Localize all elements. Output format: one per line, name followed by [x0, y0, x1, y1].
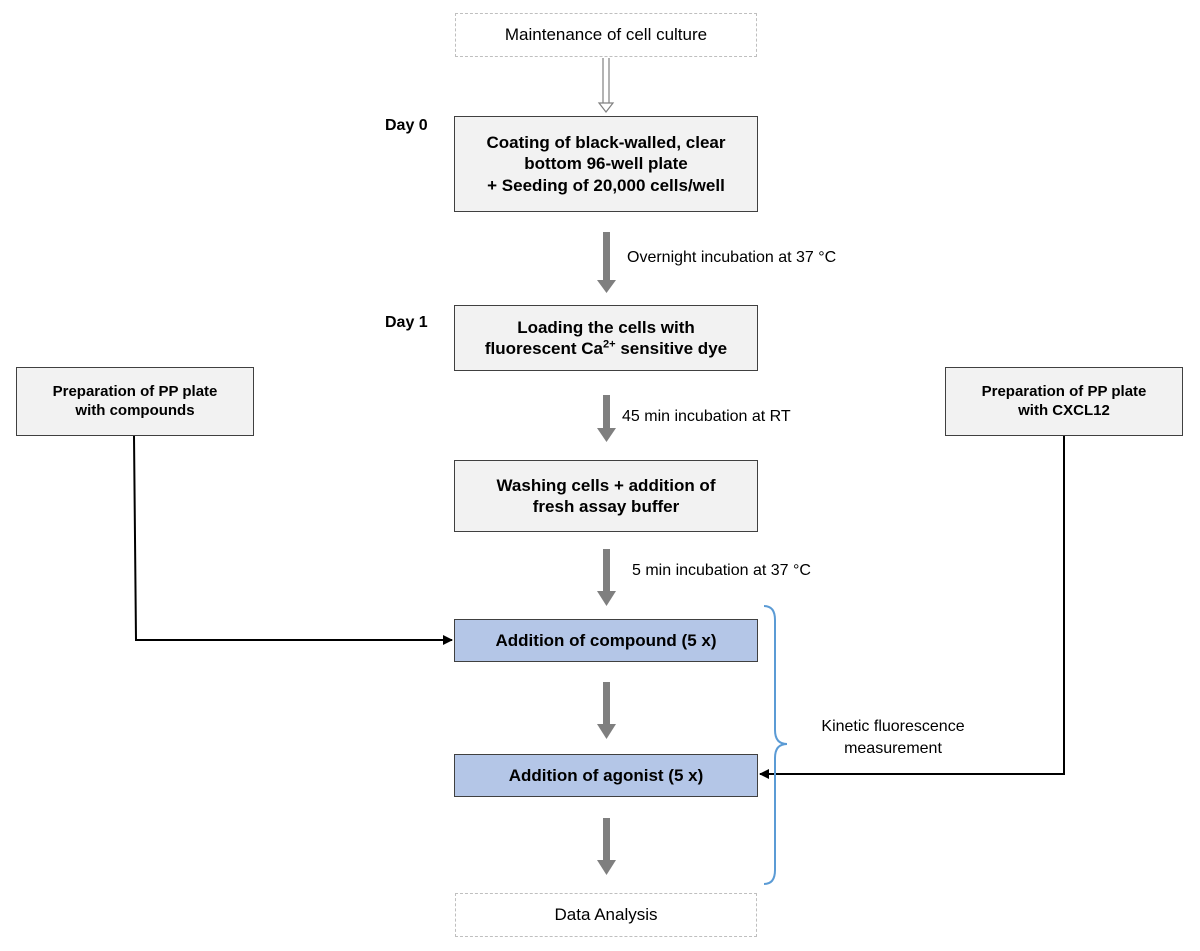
prep-compounds-box: Preparation of PP plate with compounds — [16, 367, 254, 436]
step-arrow-5min — [597, 549, 616, 606]
add-agonist-box: Addition of agonist (5 x) — [454, 754, 758, 797]
step-arrow-compound-agonist — [597, 682, 616, 739]
washing-line2: fresh assay buffer — [532, 497, 680, 516]
coating-line2: bottom 96-well plate — [524, 154, 688, 174]
day1-label: Day 1 — [385, 314, 428, 331]
data-analysis-label: Data Analysis — [554, 905, 658, 924]
prep-cxcl12-line2: with CXCL12 — [1018, 401, 1110, 419]
prep-compounds-line2: with compounds — [75, 401, 195, 419]
day0-label: Day 0 — [385, 117, 428, 134]
coating-line3: + Seeding of 20,000 cells/well — [487, 175, 725, 195]
kinetic-line1: Kinetic fluorescence — [821, 718, 965, 735]
loading-line2-post: sensitive dye — [615, 339, 728, 358]
data-analysis-box: Data Analysis — [455, 893, 757, 937]
step-label-overnight: Overnight incubation at 37 °C — [627, 249, 837, 266]
kinetic-bracket — [763, 605, 788, 885]
connector-compounds — [133, 435, 453, 645]
kinetic-line2: measurement — [844, 740, 942, 758]
coating-box: Coating of black-walled, clear bottom 96… — [454, 116, 758, 212]
add-compound-box: Addition of compound (5 x) — [454, 619, 758, 662]
loading-line1: Loading the cells with — [517, 317, 695, 337]
step-label-5min: 5 min incubation at 37 °C — [632, 562, 811, 579]
prep-cxcl12-box: Preparation of PP plate with CXCL12 — [945, 367, 1183, 436]
step-label-45min: 45 min incubation at RT — [622, 408, 791, 425]
kinetic-label: Kinetic fluorescence measurement — [798, 716, 988, 761]
add-compound-label: Addition of compound (5 x) — [495, 630, 717, 650]
loading-superscript: 2+ — [602, 338, 616, 351]
add-agonist-label: Addition of agonist (5 x) — [508, 765, 704, 785]
step-arrow-agonist-analysis — [597, 818, 616, 875]
loading-line2-pre: fluorescent Ca — [484, 339, 603, 358]
washing-box: Washing cells + addition of fresh assay … — [454, 460, 758, 532]
step-arrow-45min — [597, 395, 616, 442]
step-arrow-overnight — [597, 232, 616, 293]
loading-box: Loading the cells with fluorescent Ca2+ … — [454, 305, 758, 371]
hollow-arrow — [597, 58, 615, 113]
prep-cxcl12-line1: Preparation of PP plate — [981, 382, 1147, 400]
loading-line2: fluorescent Ca2+ sensitive dye — [485, 338, 727, 359]
maintenance-label: Maintenance of cell culture — [504, 25, 708, 44]
washing-line1: Washing cells + addition of — [496, 475, 716, 495]
coating-line1: Coating of black-walled, clear — [486, 133, 726, 153]
connector-cxcl12 — [759, 436, 1065, 779]
prep-compounds-line1: Preparation of PP plate — [52, 382, 218, 400]
maintenance-box: Maintenance of cell culture — [455, 13, 757, 57]
